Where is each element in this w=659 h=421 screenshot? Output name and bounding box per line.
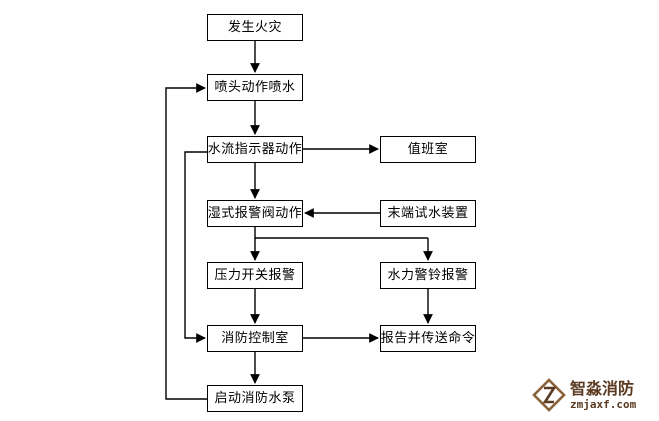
node-water-motor-gong-alarm: 水力警铃报警 [380, 262, 476, 289]
edge-flow-to-control [184, 151, 207, 343]
logo-website-url: zmjaxf.com [570, 397, 637, 411]
node-pressure-switch-alarm: 压力开关报警 [207, 262, 303, 289]
logo-company-name: 智淼消防 [570, 378, 635, 398]
node-sprinkler-activates: 喷头动作喷水 [207, 74, 303, 101]
node-start-fire-pump: 启动消防水泵 [207, 385, 303, 412]
edge-wetvalve-bus [254, 227, 428, 239]
watermark-logo: 智淼消防 zmjaxf.com [532, 374, 654, 416]
edge-pump-to-spray-feedback [165, 83, 207, 400]
node-duty-room: 值班室 [380, 136, 476, 163]
node-report-and-transmit-command: 报告并传送命令 [380, 325, 476, 352]
node-wet-alarm-valve: 湿式报警阀动作 [207, 200, 303, 227]
node-end-test-water-device: 末端试水装置 [380, 200, 476, 227]
node-fire-control-room: 消防控制室 [207, 325, 303, 352]
node-water-flow-indicator: 水流指示器动作 [207, 136, 303, 163]
node-fire-occurs: 发生火灾 [207, 14, 303, 41]
diamond-z-icon [532, 378, 566, 412]
logo-text-block: 智淼消防 zmjaxf.com [570, 378, 637, 411]
